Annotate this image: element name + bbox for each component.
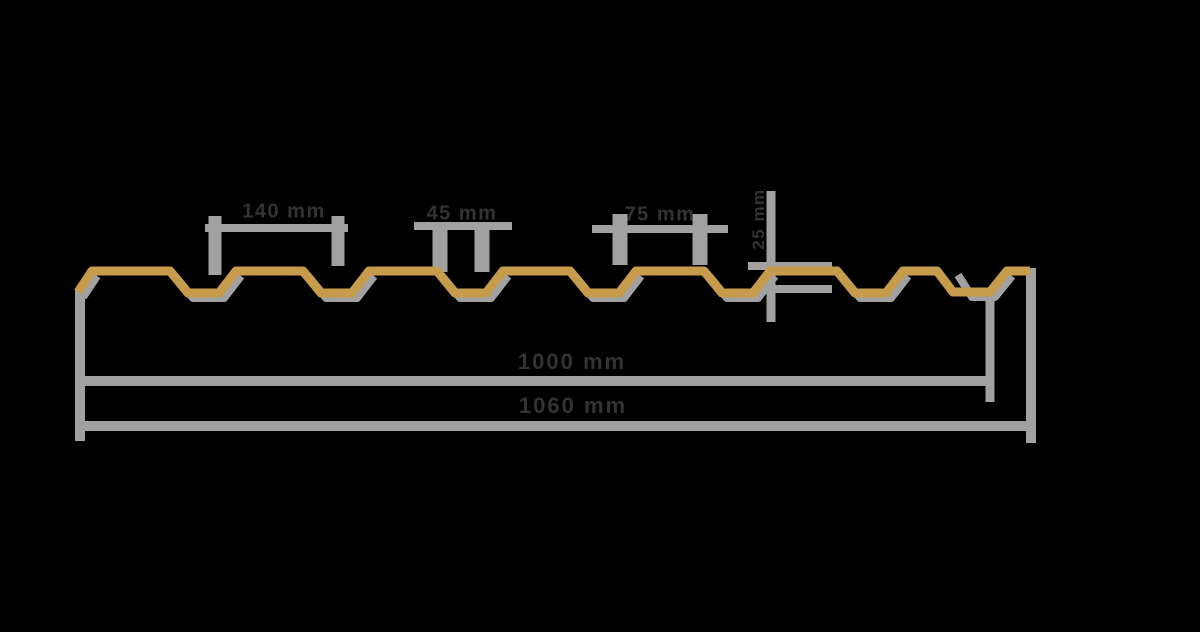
shadow-left-edge: [79, 273, 101, 300]
profile-height-label: 25 mm: [749, 188, 768, 250]
sheet-profile: [74, 266, 1030, 298]
crest-width-label: 75 mm: [624, 203, 696, 226]
dim-rib-opening: [414, 222, 512, 272]
overall-width-label: 1060 mm: [518, 393, 628, 418]
sheet-profile-path: [74, 266, 1030, 298]
dim-crest-width: [592, 214, 728, 265]
dim-profile-height: [748, 191, 832, 322]
dim-cover-width: [84, 296, 995, 402]
cover-width-label: 1000 mm: [517, 349, 627, 374]
rib-pitch-label: 140 mm: [242, 200, 326, 223]
sheet-shadow-lines: [79, 272, 1016, 302]
dim-rib-pitch: [205, 216, 348, 275]
dim-overall-width: [75, 268, 1036, 443]
rib-opening-label: 45 mm: [426, 202, 498, 225]
shadow-troughs: [171, 272, 1016, 302]
